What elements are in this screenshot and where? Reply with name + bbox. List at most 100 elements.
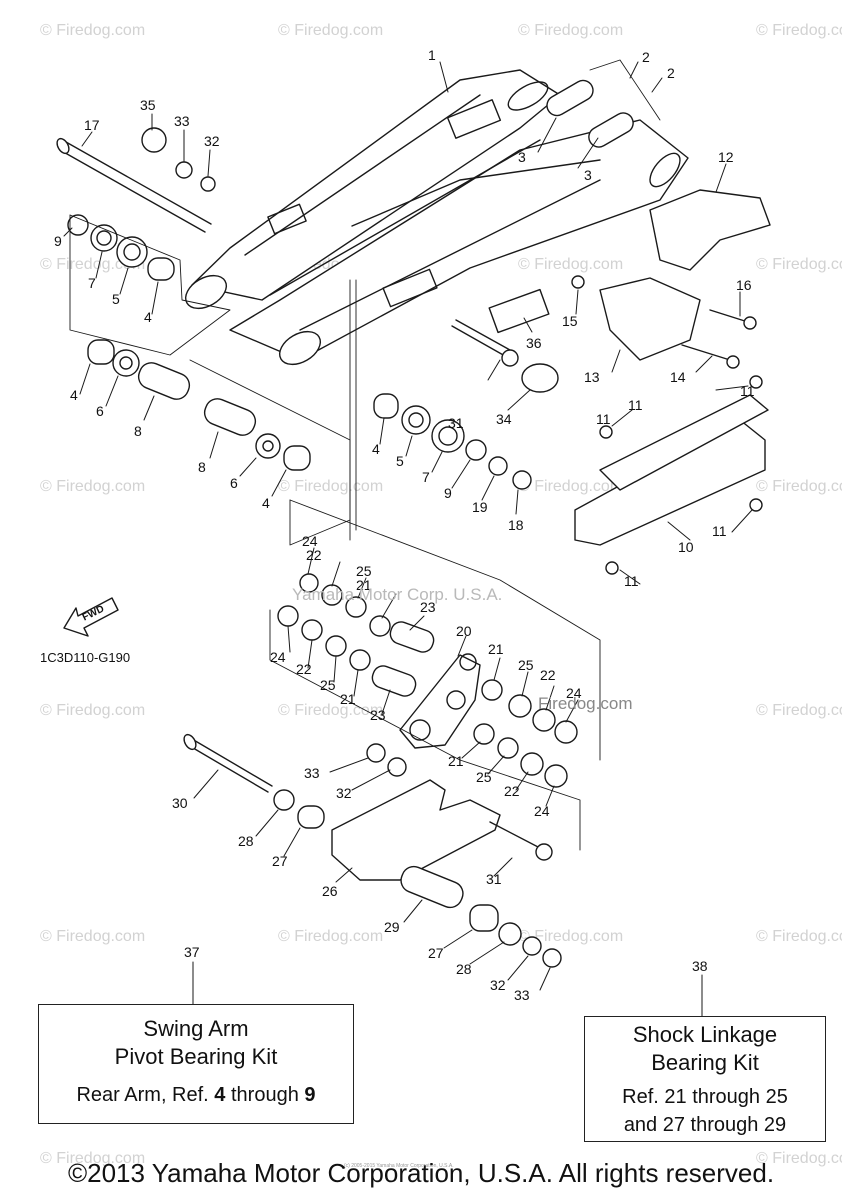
callout-label: 22 <box>306 547 322 563</box>
callout-label: 32 <box>204 133 220 149</box>
callout-label: 14 <box>670 369 686 385</box>
callout-label: 23 <box>370 707 386 723</box>
callout-label: 16 <box>736 277 752 293</box>
callout-label: 25 <box>476 769 492 785</box>
callout-label: 6 <box>96 403 104 419</box>
callout-label: 4 <box>262 495 270 511</box>
watermark: © Firedog.com <box>40 478 146 495</box>
watermark: © Firedog.com <box>40 1150 146 1167</box>
watermark: © Firedog.com <box>278 928 384 945</box>
callout-label: 1 <box>428 47 436 63</box>
bearing-set-left <box>67 127 311 471</box>
callout-label: 18 <box>508 517 524 533</box>
callout-label: 7 <box>422 469 430 485</box>
callout-label: 29 <box>384 919 400 935</box>
kit-ref-38: 38 <box>692 958 708 974</box>
callout-label: 11 <box>712 523 727 539</box>
callout-label: 28 <box>456 961 472 977</box>
swingarm-part <box>185 69 689 366</box>
callout-label: 13 <box>584 369 600 385</box>
firedog-watermark: Firedog.com <box>538 694 633 713</box>
kit-title: Bearing Kit <box>651 1050 759 1075</box>
watermark: © Firedog.com <box>40 928 146 945</box>
callout-label: 33 <box>174 113 190 129</box>
callout-label: 4 <box>144 309 152 325</box>
callout-label: 20 <box>456 623 472 639</box>
watermark: © Firedog.com <box>756 22 842 39</box>
callout-label: 10 <box>678 539 694 555</box>
callout-label: 6 <box>230 475 238 491</box>
callout-label: 25 <box>320 677 336 693</box>
watermark: © Firedog.com <box>756 256 842 273</box>
watermark: © Firedog.com <box>278 702 384 719</box>
chain-guide <box>571 189 771 369</box>
callout-label: 28 <box>238 833 254 849</box>
yamaha-watermark: Yamaha Motor Corp. U.S.A. <box>292 585 503 604</box>
watermark: © Firedog.com <box>40 702 146 719</box>
watermark: © Firedog.com <box>278 478 384 495</box>
callout-label: 30 <box>172 795 188 811</box>
connecting-rod <box>183 733 562 968</box>
callout-label: 33 <box>304 765 320 781</box>
callout-label: 3 <box>518 149 526 165</box>
callout-label: 19 <box>472 499 488 515</box>
callout-label: 11 <box>624 573 639 589</box>
copyright-footer: ©2013 Yamaha Motor Corporation, U.S.A. A… <box>67 1158 775 1188</box>
watermark: © Firedog.com <box>518 256 624 273</box>
chain-adjuster-plate <box>546 79 634 148</box>
swing-arm-kit-box: Swing Arm Pivot Bearing Kit Rear Arm, Re… <box>38 1004 354 1124</box>
callout-label: 23 <box>420 599 436 615</box>
watermark: © Firedog.com <box>756 1150 842 1167</box>
chain-slider <box>574 375 769 575</box>
callout-label: 27 <box>428 945 444 961</box>
kit-title: Shock Linkage <box>632 1022 778 1047</box>
callout-label: 4 <box>372 441 380 457</box>
kit-title: Pivot Bearing Kit <box>114 1044 278 1069</box>
pivot-bolt <box>451 288 559 393</box>
callout-label: 2 <box>642 49 650 65</box>
watermark: © Firedog.com <box>278 22 384 39</box>
callout-label: 32 <box>490 977 506 993</box>
watermark: © Firedog.com <box>518 928 624 945</box>
tiny-copyright: (c) 2005-2015 Yamaha Motor Corporation, … <box>344 1163 454 1169</box>
watermark: © Firedog.com <box>518 478 624 495</box>
callout-label: 11 <box>596 411 611 427</box>
callout-label: 31 <box>448 415 464 431</box>
callout-labels: 1 2 2 3 3 4 4 4 4 5 5 6 6 7 7 8 8 9 9 10… <box>54 47 755 1003</box>
callout-label: 21 <box>356 577 372 593</box>
callout-label: 4 <box>70 387 78 403</box>
callout-label: 24 <box>534 803 550 819</box>
watermark: © Firedog.com <box>756 928 842 945</box>
fwd-arrow-icon <box>63 597 119 637</box>
callout-label: 31 <box>486 871 502 887</box>
callout-label: 17 <box>84 117 100 133</box>
callout-label: 24 <box>270 649 286 665</box>
kit-detail: Rear Arm, Ref. 4 through 9 <box>76 1084 316 1106</box>
leader-lines <box>63 61 753 1017</box>
callout-label: 33 <box>514 987 530 1003</box>
callout-label: 5 <box>112 291 120 307</box>
callout-label: 9 <box>54 233 62 249</box>
kit-ref-37: 37 <box>184 944 200 960</box>
callout-label: 35 <box>140 97 156 113</box>
watermark: © Firedog.com <box>518 22 624 39</box>
pivot-shaft <box>56 137 212 233</box>
callout-label: 11 <box>740 383 755 399</box>
watermark: © Firedog.com <box>756 702 842 719</box>
callout-label: 9 <box>444 485 452 501</box>
kit-detail: Ref. 21 through 25 <box>622 1086 788 1108</box>
kit-detail: and 27 through 29 <box>623 1114 787 1136</box>
callout-label: 22 <box>296 661 312 677</box>
callout-label: 22 <box>504 783 520 799</box>
callout-label: 27 <box>272 853 288 869</box>
callout-label: 24 <box>302 533 318 549</box>
watermark: © Firedog.com <box>756 478 842 495</box>
callout-label: 34 <box>496 411 512 427</box>
callout-label: 12 <box>718 149 734 165</box>
diagram-code: 1C3D110-G190 <box>40 650 131 665</box>
callout-label: 7 <box>88 275 96 291</box>
callout-label: 15 <box>562 313 578 329</box>
callout-label: 3 <box>584 167 592 183</box>
bearing-set-right <box>373 393 532 490</box>
